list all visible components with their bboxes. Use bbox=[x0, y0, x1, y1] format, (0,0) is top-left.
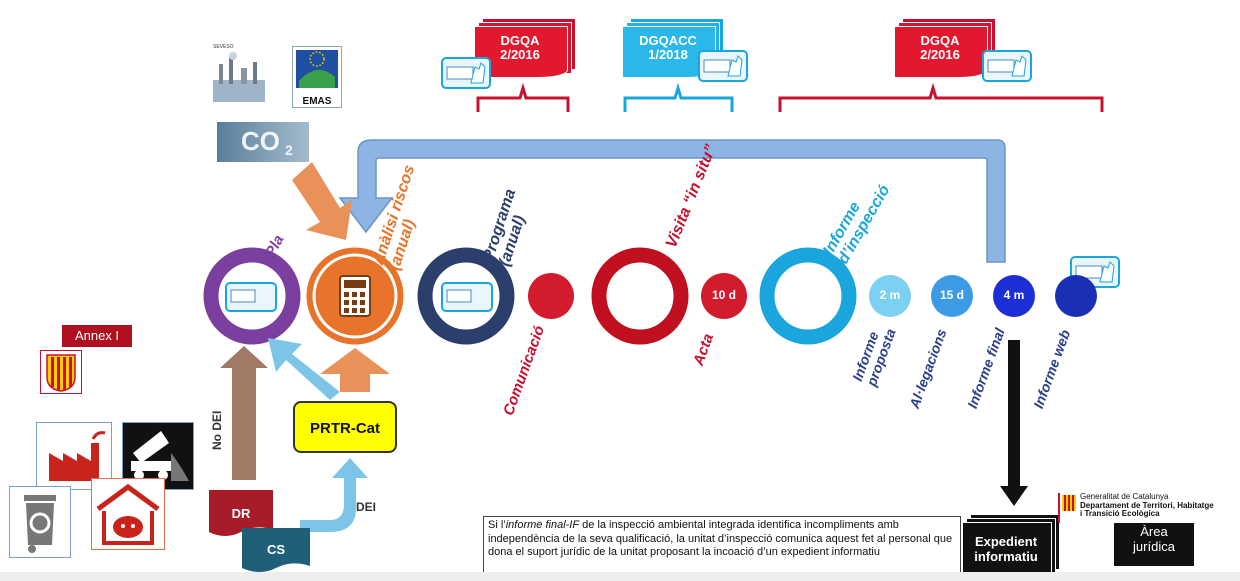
co2-label: CO bbox=[241, 126, 280, 156]
seveso-label: SEVESO bbox=[213, 44, 234, 50]
hand-cursor-icon bbox=[698, 50, 748, 82]
brace-red-2 bbox=[778, 82, 1104, 112]
duration-2m: 2 m bbox=[879, 288, 901, 302]
stage-visita-ring bbox=[591, 247, 689, 345]
doc-dgqa-2-line1: DGQA bbox=[920, 33, 960, 48]
area-line1: Àrea bbox=[1140, 524, 1168, 539]
calculator-icon bbox=[339, 275, 371, 317]
doc-stack-dgqa-1: DGQA 2/2016 bbox=[472, 18, 582, 88]
risk-input-arrow bbox=[292, 162, 352, 240]
doc-stack-dgqa-2: DGQA 2/2016 bbox=[892, 18, 1002, 88]
duration-10d: 10 d bbox=[711, 288, 736, 302]
co2-icon: CO 2 bbox=[217, 122, 309, 162]
duration-4m: 4 m bbox=[1003, 288, 1025, 302]
hand-cursor-icon bbox=[441, 282, 493, 312]
catalan-shield-icon bbox=[40, 350, 82, 394]
expedient-doc-stack: Expedient informatiu bbox=[960, 514, 1070, 576]
recycle-bin-icon bbox=[9, 486, 71, 558]
stage-web-dot bbox=[1055, 275, 1097, 317]
cs-doc: CS bbox=[242, 528, 310, 576]
dr-label: DR bbox=[231, 506, 251, 521]
doc-stack-dgqacc: DGQACC 1/2018 bbox=[620, 18, 730, 88]
no-dei-arrow bbox=[220, 346, 268, 480]
doc-dgqa-1-line2: 2/2016 bbox=[500, 47, 540, 62]
expedient-line1: Expedient bbox=[974, 534, 1038, 549]
catalan-flag-icon bbox=[1062, 495, 1076, 511]
co2-subscript: 2 bbox=[285, 142, 293, 158]
label-dei: DEI bbox=[356, 500, 377, 514]
stage-final-dot bbox=[993, 275, 1035, 317]
doc-dgqacc-line1: DGQACC bbox=[639, 33, 697, 48]
hand-cursor-icon bbox=[982, 50, 1032, 82]
gencat-logo: Generalitat de Catalunya Departament de … bbox=[1058, 492, 1240, 523]
expedient-arrow bbox=[1000, 340, 1028, 506]
stage-proposta-dot bbox=[869, 275, 911, 317]
dei-arrow bbox=[300, 458, 368, 532]
prtr-to-analisi-arrow bbox=[320, 348, 390, 392]
farm-pig-icon bbox=[91, 478, 165, 550]
area-line2: jurídica bbox=[1133, 539, 1175, 554]
gencat-line1: Generalitat de Catalunya bbox=[1080, 492, 1169, 501]
expedient-line2: informatiu bbox=[974, 549, 1038, 564]
hand-cursor-icon bbox=[225, 282, 277, 312]
note-prefix: Si l’ bbox=[488, 519, 506, 531]
gencat-line3: i Transició Ecològica bbox=[1080, 509, 1160, 518]
emas-label: EMAS bbox=[302, 96, 332, 107]
stage-comunicacio-dot bbox=[528, 273, 574, 319]
note-rest: de la inspecció ambiental integrada iden… bbox=[488, 519, 953, 558]
note-box: Si l’informe final-IF de la inspecció am… bbox=[483, 516, 961, 574]
label-no-dei: No DEI bbox=[210, 410, 224, 450]
dei-to-pla-arrow bbox=[268, 338, 340, 400]
feedback-arrow bbox=[338, 139, 1006, 263]
footer-band bbox=[0, 572, 1240, 581]
stage-allegacions-dot bbox=[931, 275, 973, 317]
area-juridica-box: Àrea jurídica bbox=[1114, 516, 1194, 566]
stage-acta-dot bbox=[701, 273, 747, 319]
cs-label: CS bbox=[266, 542, 286, 557]
prtr-box: PRTR-Cat bbox=[293, 401, 397, 453]
seveso-plant-icon: SEVESO bbox=[213, 44, 265, 102]
doc-dgqa-2-line2: 2/2016 bbox=[920, 47, 960, 62]
gencat-line2: Departament de Territori, Habitatge bbox=[1080, 500, 1214, 510]
doc-dgqacc-line2: 1/2018 bbox=[648, 47, 688, 62]
brace-blue bbox=[623, 82, 734, 112]
emas-logo: EMAS bbox=[292, 46, 342, 108]
dr-doc: DR bbox=[209, 490, 273, 540]
brace-red-1 bbox=[476, 82, 570, 112]
note-italic: informe final-IF bbox=[505, 519, 580, 531]
annex-badge: Annex I bbox=[62, 325, 132, 347]
doc-dgqa-1-line1: DGQA bbox=[500, 33, 540, 48]
hand-cursor-icon bbox=[441, 57, 491, 89]
duration-15d: 15 d bbox=[939, 288, 964, 302]
stage-informe-ring bbox=[759, 247, 857, 345]
